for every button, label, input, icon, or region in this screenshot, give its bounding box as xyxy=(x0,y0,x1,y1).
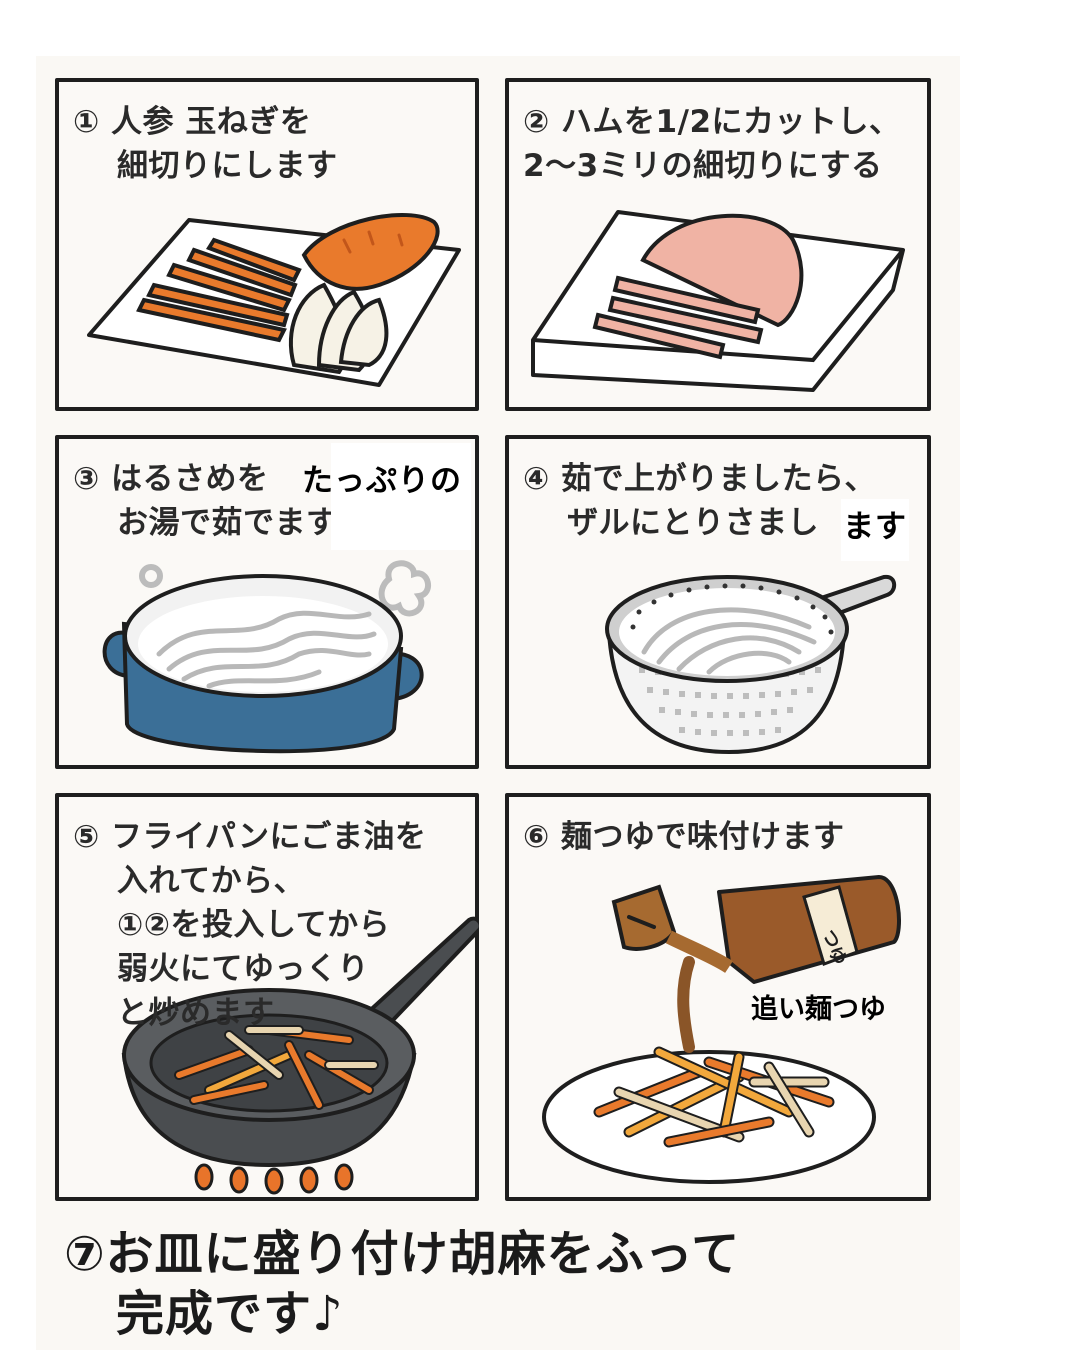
step-1-panel: ① 人参 玉ねぎを 細切りにします xyxy=(55,78,479,411)
step-3-text-patch xyxy=(331,443,471,550)
step-2-line-2: 2～3ミリの細切りにする xyxy=(523,148,883,184)
step-3-text: ③ はるさめを お湯で茹でます xyxy=(73,457,465,545)
step-1-text: ① 人参 玉ねぎを 細切りにします xyxy=(73,100,465,188)
step-4-line-2: ザルにとりさまし xyxy=(567,505,819,541)
blue-pot-illustration xyxy=(102,560,431,754)
step-3-line-1: はるさめを xyxy=(111,461,269,497)
step-4-text-patch xyxy=(841,499,909,561)
step-5-panel: ⑤ フライパンにごま油を 入れてから、 ①②を投入してから 弱火にてゆっくり と… xyxy=(55,793,479,1201)
step-5-line-5: と炒めます xyxy=(117,995,275,1031)
step-4-number: ④ xyxy=(523,461,550,497)
step-4-overlay-text: ます xyxy=(843,509,907,545)
step-5-line-1: フライパンにごま油を xyxy=(111,819,427,855)
step-3-panel: ③ はるさめを お湯で茹でます たっぷりの xyxy=(55,435,479,769)
step-4-panel: ④ 茹で上がりましたら、 ザルにとりさまし ます xyxy=(505,435,931,769)
step-7-number: ⑦ xyxy=(64,1226,106,1282)
step-3-overlay-text: たっぷりの xyxy=(302,463,462,499)
frying-pan-illustration xyxy=(121,916,479,1195)
step-5-line-2: 入れてから、 xyxy=(117,863,306,899)
step-5-text: ⑤ フライパンにごま油を 入れてから、 ①②を投入してから 弱火にてゆっくり と… xyxy=(73,815,465,1035)
step-2-text: ② ハムを1/2にカットし、 2～3ミリの細切りにする xyxy=(523,100,917,188)
step-6-text: ⑥ 麺つゆで味付けます xyxy=(523,815,917,859)
step-5-number: ⑤ xyxy=(73,819,100,855)
final-step-text: ⑦お皿に盛り付け胡麻をふって 完成です♪ xyxy=(64,1224,740,1344)
ham-board-illustration xyxy=(531,210,905,392)
step-5-line-4: 弱火にてゆっくり xyxy=(117,951,369,987)
step-7-line-1: お皿に盛り付け胡麻をふって xyxy=(105,1226,741,1282)
extra-tsuyu-label: 追い麺つゆ xyxy=(751,994,886,1025)
step-2-line-1: ハムを1/2にカットし、 xyxy=(561,104,901,140)
step-1-line-1: 人参 玉ねぎを xyxy=(111,104,312,140)
tsuyu-bottle-plate-illustration: つゆ xyxy=(542,875,901,1184)
step-5-line-3: ①②を投入してから xyxy=(117,907,391,943)
step-3-line-2: お湯で茹でます xyxy=(117,505,338,541)
step-4-text: ④ 茹で上がりましたら、 ザルにとりさまし xyxy=(523,457,917,545)
carrot-onion-board-illustration xyxy=(87,213,461,387)
step-6-panel: ⑥ 麺つゆで味付けます つゆ xyxy=(505,793,931,1201)
step-1-line-2: 細切りにします xyxy=(117,148,338,184)
step-6-line-1: 麺つゆで味付けます xyxy=(561,819,845,855)
step-1-number: ① xyxy=(73,104,100,140)
colander-illustration xyxy=(605,574,897,755)
step-7-line-2: 完成です♪ xyxy=(116,1286,344,1342)
step-3-number: ③ xyxy=(73,461,100,497)
step-2-panel: ② ハムを1/2にカットし、 2～3ミリの細切りにする xyxy=(505,78,931,411)
step-6-number: ⑥ xyxy=(523,819,550,855)
step-4-line-1: 茹で上がりましたら、 xyxy=(561,461,877,497)
step-2-number: ② xyxy=(523,104,550,140)
